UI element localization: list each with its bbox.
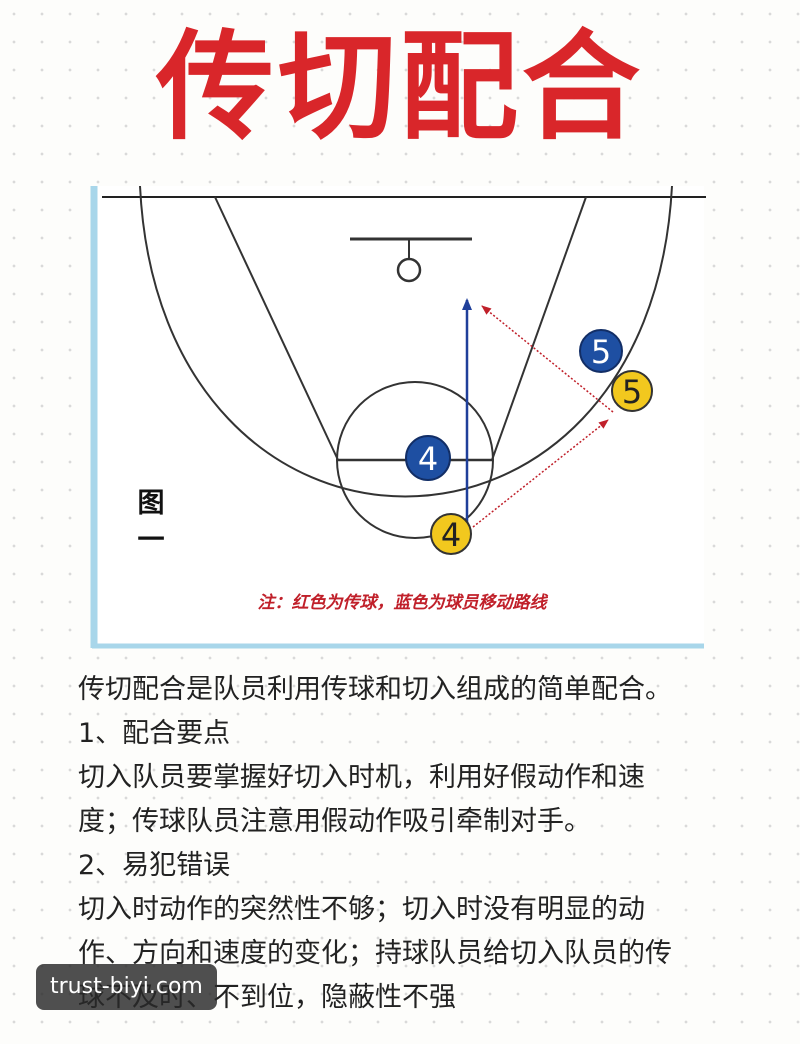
pass-line-to-5	[472, 419, 609, 528]
player-4-blue-label: 4	[418, 440, 438, 478]
player-5-blue: 5	[579, 329, 623, 373]
player-4-blue: 4	[405, 435, 451, 481]
article-body: 传切配合是队员利用传球和切入组成的简单配合。 1、配合要点 切入队员要掌握好切入…	[78, 668, 768, 1020]
key-points-line-2: 度；传球队员注意用假动作吸引牵制对手。	[78, 806, 591, 837]
three-point-arc	[139, 185, 673, 498]
player-5-blue-label: 5	[591, 333, 611, 371]
section-heading-common-errors: 2、易犯错误	[78, 850, 231, 881]
figure-label: 图一	[133, 488, 165, 562]
section-heading-key-points: 1、配合要点	[78, 718, 231, 749]
player-5-yellow-label: 5	[622, 373, 642, 411]
player-4-yellow: 4	[430, 513, 472, 555]
page-title: 传切配合	[155, 18, 644, 156]
lane-line-left	[214, 196, 339, 461]
legend-note: 注：红色为传球，蓝色为球员移动路线	[258, 593, 549, 613]
intro-text: 传切配合是队员利用传球和切入组成的简单配合。	[78, 674, 672, 705]
lane-line-right	[491, 196, 587, 461]
pass-line-to-cutter	[481, 305, 614, 413]
common-errors-line-1: 切入时动作的突然性不够；切入时没有明显的动	[78, 894, 645, 925]
player-5-yellow: 5	[611, 370, 653, 412]
rim	[396, 257, 422, 283]
court-background	[92, 186, 704, 648]
player-4-yellow-label: 4	[441, 516, 461, 554]
common-errors-line-2: 作、方向和速度的变化；持球队员给切入队员的传	[78, 938, 672, 969]
watermark-badge: trust-biyi.com	[36, 964, 217, 1010]
key-points-line-1: 切入队员要掌握好切入时机，利用好假动作和速	[78, 762, 645, 793]
